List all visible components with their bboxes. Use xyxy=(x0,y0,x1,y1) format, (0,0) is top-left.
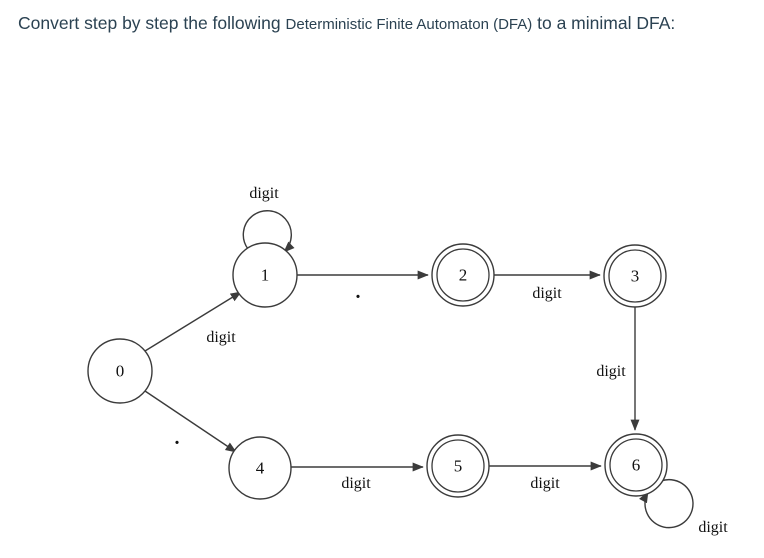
state-node-5: 5 xyxy=(426,434,490,498)
edge-label-1-self-loop: digit xyxy=(249,185,279,202)
prompt-lead: Convert step by step the following xyxy=(18,13,286,33)
nodes-group: 0 1 2 3 4 5 xyxy=(87,242,668,500)
prompt-term: Deterministic Finite Automaton (DFA) xyxy=(285,16,533,33)
state-node-6: 6 xyxy=(604,433,668,497)
state-node-0: 0 xyxy=(87,338,153,404)
state-label-3: 3 xyxy=(631,267,640,286)
edge-labels-group: digit . digit . digit digit digit digit … xyxy=(175,185,729,536)
edge-0-to-4 xyxy=(144,390,237,453)
edge-label-6-self-loop: digit xyxy=(698,519,728,536)
edge-label-1-to-2: . xyxy=(356,281,361,303)
state-label-5: 5 xyxy=(454,457,463,476)
edge-0-to-1 xyxy=(144,291,242,352)
state-node-2: 2 xyxy=(431,243,495,307)
edge-1-self-loop xyxy=(242,210,295,253)
state-label-6: 6 xyxy=(632,456,641,475)
state-node-3: 3 xyxy=(603,244,667,308)
edge-label-2-to-3: digit xyxy=(532,285,562,302)
edge-label-5-to-6: digit xyxy=(530,475,560,492)
edge-label-0-to-1: digit xyxy=(206,329,236,346)
edge-label-3-to-6: digit xyxy=(596,363,626,380)
edges-group xyxy=(144,210,694,529)
dfa-diagram: 0 1 2 3 4 5 xyxy=(0,80,764,558)
state-label-4: 4 xyxy=(256,459,265,478)
state-label-1: 1 xyxy=(261,266,270,285)
state-node-4: 4 xyxy=(228,436,292,500)
edge-label-0-to-4: . xyxy=(175,427,180,449)
dfa-svg: 0 1 2 3 4 5 xyxy=(87,185,729,536)
state-node-1: 1 xyxy=(232,242,298,308)
edge-label-4-to-5: digit xyxy=(341,475,371,492)
page-title: Convert step by step the following Deter… xyxy=(18,8,748,40)
state-label-2: 2 xyxy=(459,266,468,285)
edge-6-self-loop xyxy=(639,478,694,529)
state-label-0: 0 xyxy=(116,362,125,381)
prompt-tail: to a minimal DFA: xyxy=(532,13,676,33)
